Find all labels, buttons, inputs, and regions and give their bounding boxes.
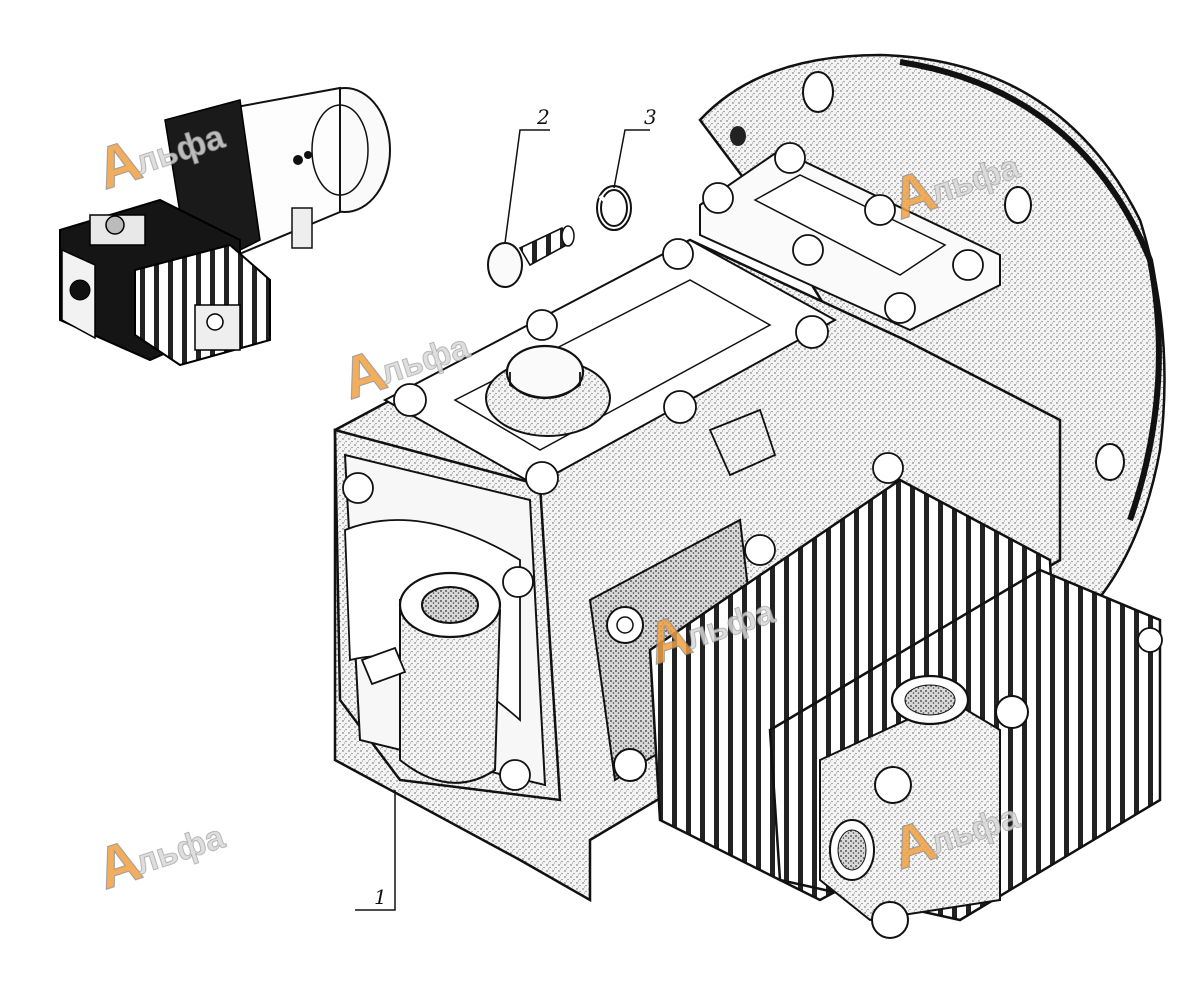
part-bolt	[487, 225, 575, 288]
callout-number-3: 3	[644, 105, 657, 129]
main-compressor	[333, 53, 1166, 939]
callout-leaders	[355, 129, 650, 911]
watermark-bottom-left: А льфа	[88, 817, 230, 903]
housing-bolts	[342, 142, 1163, 791]
watermark-text: льфа	[131, 817, 230, 882]
callout-number-2: 2	[536, 105, 550, 129]
callout-number-1: 1	[374, 885, 387, 909]
part-spring-washer	[596, 185, 632, 231]
overview-assembly	[59, 86, 391, 367]
